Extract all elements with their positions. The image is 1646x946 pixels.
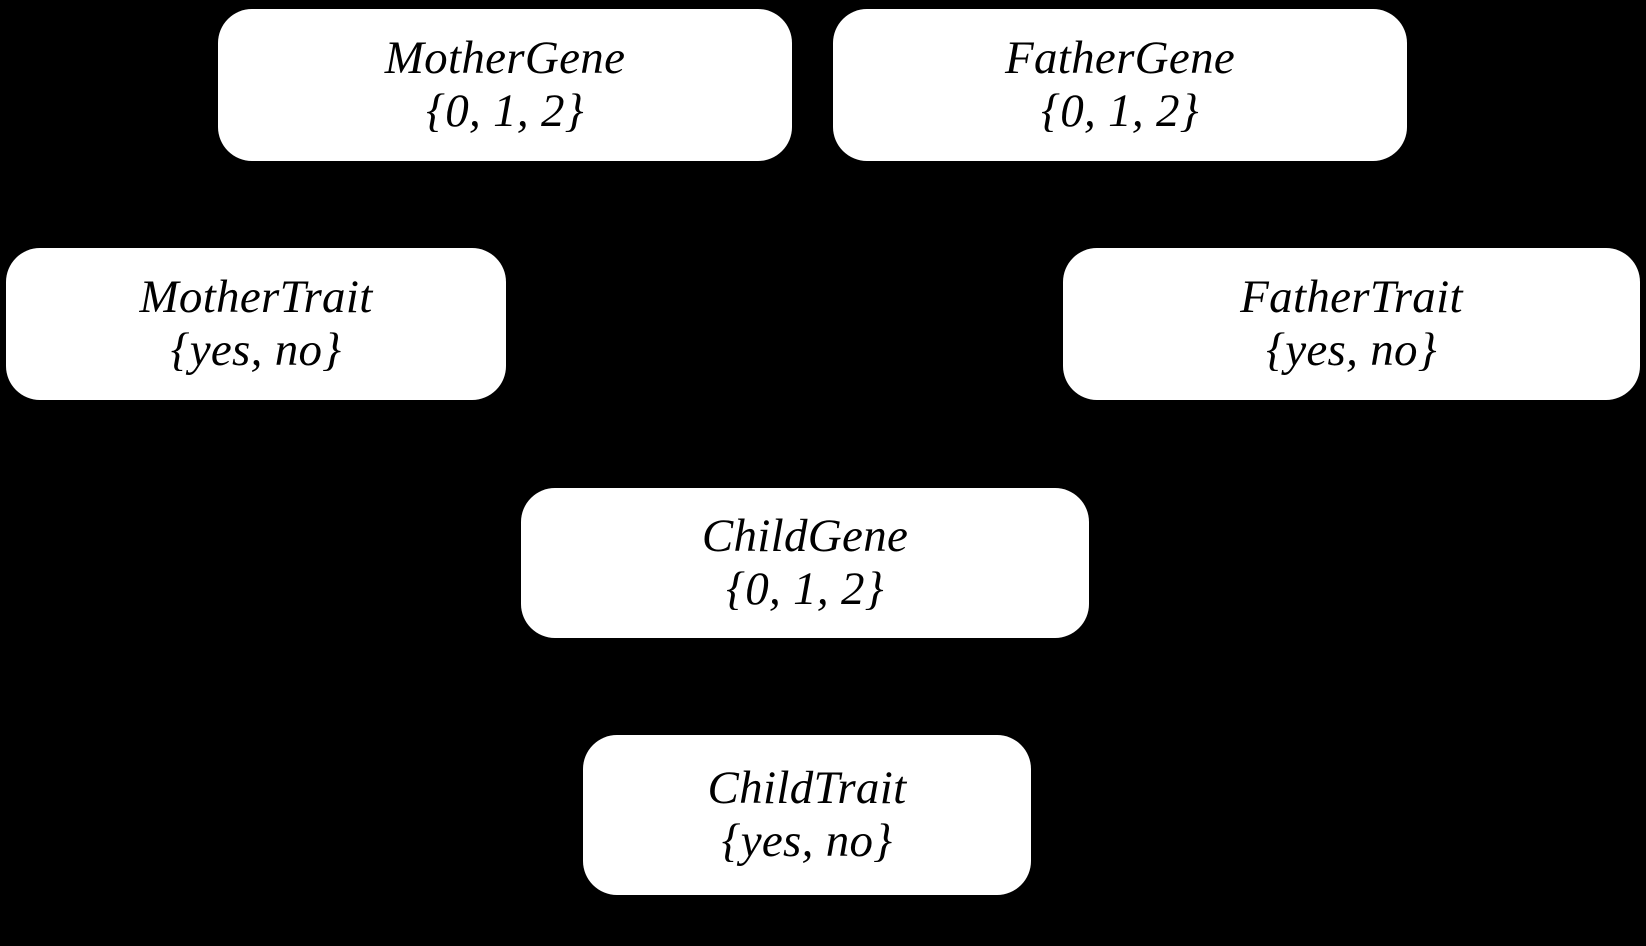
node-child-trait[interactable]: ChildTrait {yes, no} [583, 735, 1031, 895]
node-father-gene[interactable]: FatherGene {0, 1, 2} [833, 9, 1407, 161]
node-father-trait-label: FatherTrait [1240, 271, 1463, 324]
node-mother-gene[interactable]: MotherGene {0, 1, 2} [218, 9, 792, 161]
node-father-trait-domain: {yes, no} [1266, 324, 1437, 376]
node-child-gene-label: ChildGene [701, 510, 909, 563]
node-mother-trait[interactable]: MotherTrait {yes, no} [6, 248, 506, 400]
node-mother-gene-label: MotherGene [384, 32, 626, 85]
node-child-trait-domain: {yes, no} [721, 815, 893, 867]
node-father-gene-label: FatherGene [1004, 32, 1236, 85]
node-mother-trait-domain: {yes, no} [170, 324, 342, 376]
node-father-gene-domain: {0, 1, 2} [1041, 85, 1199, 137]
node-child-gene[interactable]: ChildGene {0, 1, 2} [521, 488, 1089, 638]
node-mother-gene-domain: {0, 1, 2} [426, 85, 584, 137]
node-child-gene-domain: {0, 1, 2} [726, 563, 884, 615]
node-child-trait-label: ChildTrait [707, 762, 907, 815]
node-father-trait[interactable]: FatherTrait {yes, no} [1063, 248, 1640, 400]
node-mother-trait-label: MotherTrait [139, 271, 373, 324]
